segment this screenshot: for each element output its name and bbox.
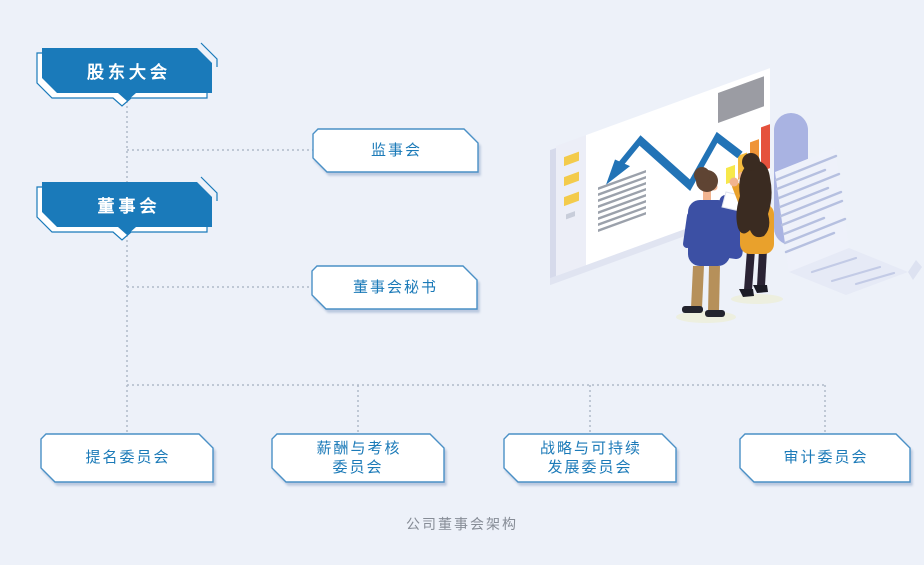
org-node-board-secretary: 董事会秘书 xyxy=(311,265,478,310)
org-node-strategy-committee: 战略与可持续 发展委员会 xyxy=(503,433,677,483)
node-label: 董事会秘书 xyxy=(352,278,438,296)
node-label: 审计委员会 xyxy=(783,449,869,467)
chart-caption: 公司董事会架构 xyxy=(406,516,518,532)
org-node-nomination-committee: 提名委员会 xyxy=(40,433,214,483)
node-label: 董事会 xyxy=(97,197,161,216)
org-node-audit-committee: 审计委员会 xyxy=(739,433,911,483)
whiteboard xyxy=(550,68,772,286)
whiteboard-bezel xyxy=(556,135,586,276)
presenter-woman xyxy=(729,153,783,304)
org-node-compensation-committee: 薪酬与考核 委员会 xyxy=(271,433,445,483)
node-label: 监事会 xyxy=(370,141,422,159)
text-lines-block xyxy=(598,169,646,233)
trend-arrow-icon xyxy=(606,131,743,191)
org-node-shareholders-meeting: 股东大会 xyxy=(36,42,218,107)
presenter-man xyxy=(676,167,749,323)
document-scroll xyxy=(774,148,922,295)
presentation-illustration xyxy=(550,68,922,323)
node-label: 股东大会 xyxy=(87,63,171,82)
org-node-supervisory-board: 监事会 xyxy=(312,128,479,173)
node-label: 提名委员会 xyxy=(85,449,171,467)
node-label: 战略与可持续 发展委员会 xyxy=(539,439,642,477)
bezel-tabs xyxy=(564,151,579,220)
node-label: 薪酬与考核 委员会 xyxy=(316,439,402,477)
org-node-board-of-directors: 董事会 xyxy=(36,176,218,241)
gray-header-block xyxy=(718,76,764,124)
